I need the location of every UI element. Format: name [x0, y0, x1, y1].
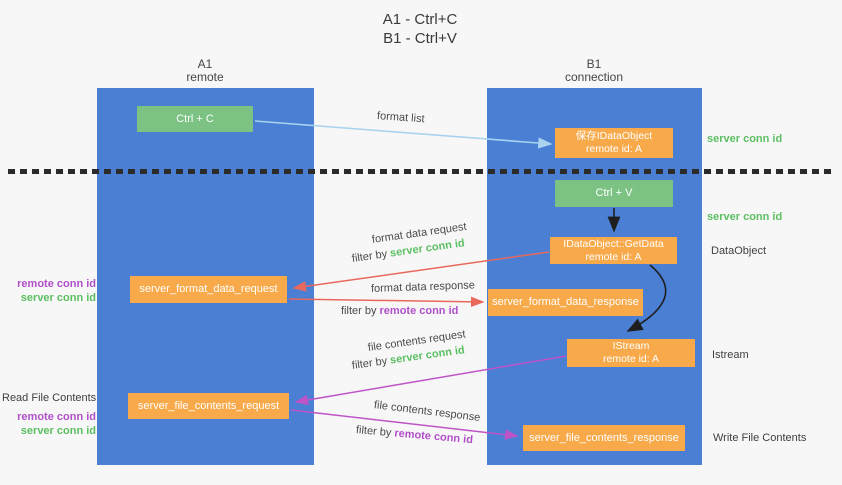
edge-label-filter-by-server-conn-id-1: filter by server conn id — [351, 237, 465, 265]
dotted-divider-line — [8, 169, 836, 174]
node-server-file-contents-response: server_file_contents_response — [523, 425, 685, 451]
node-ctrl-v-label: Ctrl + V — [595, 187, 633, 199]
remote-conn-id-text: remote conn id — [379, 305, 459, 317]
node-sfc-request-label: server_file_contents_request — [137, 399, 280, 412]
filter-by-text: filter by — [351, 247, 391, 265]
lane-a-header: A1 remote — [155, 58, 255, 84]
node-save-idataobject-line2: remote id: A — [585, 143, 643, 155]
node-getdata-line2: remote id: A — [585, 250, 642, 263]
lane-b-subtitle: connection — [564, 70, 624, 84]
edge-label-file-contents-response: file contents response — [373, 399, 481, 424]
node-istream: IStream remote id: A — [567, 339, 695, 367]
side-label-server-conn-id-left-2: server conn id — [20, 425, 96, 437]
diagram-title: A1 - Ctrl+C B1 - Ctrl+V — [300, 10, 540, 48]
side-label-remote-conn-id-left-1: remote conn id — [17, 278, 96, 290]
side-label-server-conn-id-right-1: server conn id — [707, 133, 783, 145]
node-server-file-contents-request: server_file_contents_request — [128, 393, 289, 419]
title-line-1: A1 - Ctrl+C — [382, 11, 458, 28]
node-sfd-request-label: server_format_data_request — [139, 283, 278, 295]
side-label-dataobject: DataObject — [711, 245, 767, 257]
side-label-remote-conn-id-left-2: remote conn id — [17, 411, 96, 423]
side-label-write-file-contents: Write File Contents — [713, 432, 807, 444]
node-save-idataobject: 保存IDataObject remote id: A — [555, 128, 673, 158]
node-sfd-response-label: server_format_data_response — [492, 296, 639, 308]
node-getdata-line1: IDataObject::GetData — [563, 237, 664, 250]
lane-b-title: B1 — [586, 57, 602, 71]
node-idataobject-getdata: IDataObject::GetData remote id: A — [550, 237, 677, 264]
filter-by-text: filter by — [351, 354, 391, 372]
side-label-istream: Istream — [712, 349, 749, 361]
title-line-2: B1 - Ctrl+V — [383, 30, 457, 47]
filter-by-text: filter by — [341, 305, 380, 317]
lane-b-header: B1 connection — [544, 58, 644, 84]
lane-a-title: A1 — [197, 57, 213, 71]
node-server-format-data-request: server_format_data_request — [130, 276, 287, 303]
node-ctrl-c-label: Ctrl + C — [176, 112, 214, 125]
edge-label-filter-by-remote-conn-id-2: filter by remote conn id — [355, 424, 473, 446]
lane-a-subtitle: remote — [186, 70, 224, 84]
node-save-idataobject-line1: 保存IDataObject — [575, 130, 653, 142]
node-sfc-response-label: server_file_contents_response — [529, 431, 679, 444]
node-server-format-data-response: server_format_data_response — [488, 289, 643, 316]
node-istream-line1: IStream — [612, 340, 650, 352]
side-label-server-conn-id-left-1: server conn id — [20, 292, 96, 304]
remote-conn-id-text: remote conn id — [393, 427, 474, 447]
node-ctrl-v: Ctrl + V — [555, 180, 673, 207]
side-label-read-file-contents: Read File Contents — [2, 392, 97, 404]
side-label-server-conn-id-right-2: server conn id — [707, 211, 783, 223]
node-istream-line2: remote id: A — [602, 353, 660, 365]
arrow-format-data-response — [288, 296, 485, 308]
filter-by-text: filter by — [355, 424, 395, 440]
node-ctrl-c: Ctrl + C — [137, 106, 253, 132]
edge-label-format-list: format list — [376, 110, 425, 126]
edge-label-filter-by-remote-conn-id-1: filter by remote conn id — [341, 305, 458, 317]
edge-label-format-data-response: format data response — [370, 279, 476, 295]
